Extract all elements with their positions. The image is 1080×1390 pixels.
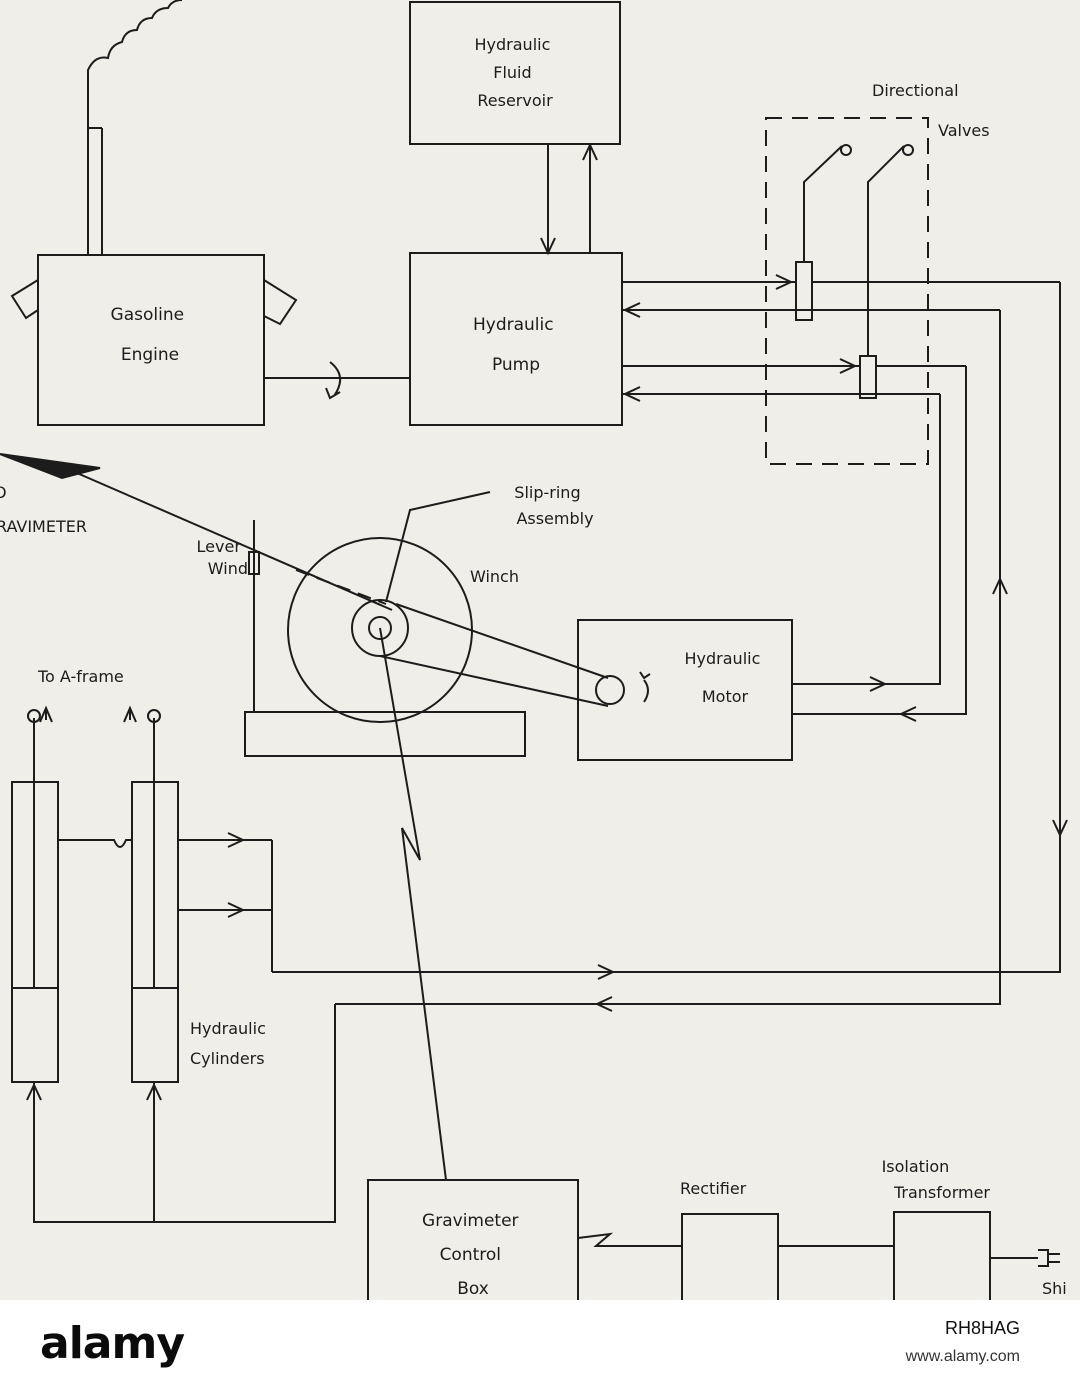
gravimeter-label-1: O xyxy=(0,483,7,502)
valve-2 xyxy=(859,355,877,399)
gasoline-engine-box xyxy=(37,254,265,426)
engine-fin-right xyxy=(263,279,298,326)
lever-label: Lever xyxy=(197,537,242,556)
svg-text:Hydraulic Cylinders: Hydraulic Cylinders xyxy=(190,1019,271,1068)
svg-text:Isolation Transformer: Isolation Transformer xyxy=(882,1157,991,1202)
svg-text:Gravimeter Control Box: Gravimeter Control Box xyxy=(422,1211,524,1299)
rectifier-box xyxy=(681,1213,779,1300)
cylinders-label-1: Hydraulic xyxy=(190,1019,266,1038)
isolation-transformer-box xyxy=(893,1211,991,1300)
valve-1 xyxy=(795,261,813,321)
control-box-label-3: Box xyxy=(457,1279,489,1299)
svg-text:Lever Wind: Lever Wind xyxy=(197,537,248,578)
gravimeter-control-box xyxy=(367,1179,579,1300)
wind-label: Wind xyxy=(208,559,248,578)
motor-label-1: Hydraulic xyxy=(685,649,761,668)
ship-label: Shi xyxy=(1042,1279,1067,1298)
engine-fin-left xyxy=(10,279,39,320)
svg-text:Slip-ring Assembly: Slip-ring Assembly xyxy=(514,483,593,528)
isolation-label: Isolation xyxy=(882,1157,950,1176)
control-box-label-2: Control xyxy=(440,1245,501,1265)
exhaust-stack xyxy=(87,127,103,255)
engine-label-2: Engine xyxy=(121,345,179,365)
directional-valve-enclosure xyxy=(765,117,929,465)
winch-label: Winch xyxy=(470,567,519,586)
motor-pulley xyxy=(595,675,625,705)
slip-ring-label-2: Assembly xyxy=(516,509,593,528)
reservoir-label-3: Reservoir xyxy=(477,91,553,110)
valves-label: Valves xyxy=(938,121,990,140)
motor-label-2: Motor xyxy=(702,687,749,706)
svg-text:Hydraulic Fluid Reserv: Hydraulic Fluid Reservoir xyxy=(475,35,556,110)
ship-plug xyxy=(1038,1249,1060,1267)
hydraulic-pump-box xyxy=(409,252,623,426)
stock-footer: alamy RH8HAG www.alamy.com xyxy=(0,1300,1080,1390)
site-url: www.alamy.com xyxy=(905,1348,1020,1365)
reservoir-label-2: Fluid xyxy=(493,63,531,82)
exhaust-smoke xyxy=(87,0,183,128)
alamy-logo: alamy xyxy=(40,1318,185,1369)
winch-base xyxy=(244,711,526,757)
pump-label-2: Pump xyxy=(492,355,540,375)
diagram-area: Hydraulic Fluid Reservoir Directional Va… xyxy=(0,0,1068,1300)
pump-label-1: Hydraulic xyxy=(473,315,554,335)
svg-text:Hydraulic Pump: Hydraulic Pump xyxy=(473,315,559,375)
cylinders-label-2: Cylinders xyxy=(190,1049,265,1068)
to-a-frame-label: To A-frame xyxy=(37,667,124,686)
hydraulic-winch-diagram: Hydraulic Fluid Reservoir Directional Va… xyxy=(0,0,1068,1300)
svg-text:Hydraulic Motor: Hydraulic Motor xyxy=(685,649,766,706)
gravimeter-arrow xyxy=(0,453,101,480)
control-box-label-1: Gravimeter xyxy=(422,1211,519,1231)
svg-text:Gasoline Engine: Gasoline Engine xyxy=(111,305,190,365)
reservoir-label-1: Hydraulic xyxy=(475,35,551,54)
hydraulic-motor-box xyxy=(577,619,793,761)
reservoir-box xyxy=(409,1,621,145)
image-code: RH8HAG xyxy=(944,1318,1020,1338)
engine-label-1: Gasoline xyxy=(111,305,185,325)
rectifier-label: Rectifier xyxy=(680,1179,747,1198)
rotation-arrow xyxy=(325,361,341,400)
directional-label: Directional xyxy=(872,81,959,100)
gravimeter-label-2: RAVIMETER xyxy=(0,517,87,536)
transformer-label: Transformer xyxy=(893,1183,990,1202)
slip-ring-label-1: Slip-ring xyxy=(514,483,580,502)
